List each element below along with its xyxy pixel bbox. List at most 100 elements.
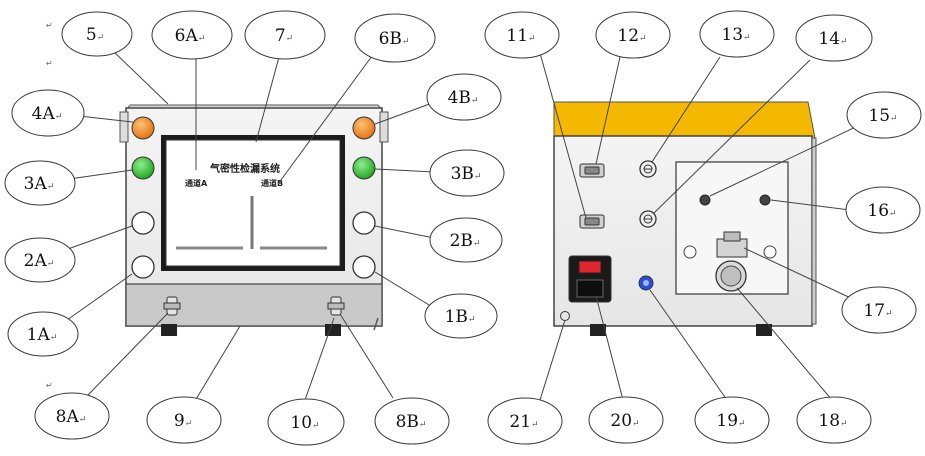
bubble-9 xyxy=(146,396,222,444)
bubble-1a xyxy=(7,311,79,357)
leader-7 xyxy=(255,56,280,143)
rear-device xyxy=(553,101,817,336)
label-7: 7↵ xyxy=(275,26,293,46)
screen-channel-a: 通道A xyxy=(185,178,208,188)
leader-8a xyxy=(86,312,169,397)
leader-21 xyxy=(539,319,566,401)
leader-3b xyxy=(374,168,435,173)
label-2b: 2B↵ xyxy=(450,231,481,251)
leader-13 xyxy=(651,56,721,163)
indicator-3a-green xyxy=(131,156,155,180)
label-4b: 4B↵ xyxy=(448,88,479,108)
bubble-11 xyxy=(484,11,560,59)
leader-14 xyxy=(652,59,811,215)
label-19: 19↵ xyxy=(716,411,745,431)
leader-15 xyxy=(709,123,863,197)
serial-port-11[interactable] xyxy=(579,214,605,229)
rear-right-side xyxy=(811,137,817,325)
serial-port-12[interactable] xyxy=(579,163,605,178)
left-handle xyxy=(119,111,129,143)
connector-19[interactable] xyxy=(638,275,654,291)
leader-16 xyxy=(770,199,851,211)
leader-10 xyxy=(304,317,335,401)
ground-terminal-21[interactable] xyxy=(560,311,570,321)
front-foot-left xyxy=(161,324,177,336)
leader-1b xyxy=(374,271,435,309)
leader-11 xyxy=(539,52,587,219)
callout-bubbles xyxy=(4,10,922,446)
bubble-18 xyxy=(796,396,872,444)
label-10: 10↵ xyxy=(290,413,319,433)
leader-4b xyxy=(374,101,436,125)
button-2a[interactable] xyxy=(131,211,155,235)
leader-9 xyxy=(191,325,241,407)
bubble-1b xyxy=(424,293,498,339)
margin-mark: ↵ xyxy=(46,59,53,68)
callout-labels: 5↵ 6A↵ 7↵ 6B↵ 4A↵ 4B↵ 3A↵ 3B↵ 2A↵ 2B↵ 1A… xyxy=(24,25,898,433)
bubble-5 xyxy=(61,11,133,57)
screen-title: 气密性检漏系统 xyxy=(209,162,280,175)
label-16: 16↵ xyxy=(867,201,896,221)
rear-foot-right xyxy=(756,324,772,336)
leader-5 xyxy=(111,49,169,105)
button-1b[interactable] xyxy=(352,255,376,279)
leader-17 xyxy=(743,247,856,301)
bubble-2a xyxy=(4,237,76,283)
power-socket[interactable] xyxy=(576,279,604,298)
label-13: 13↵ xyxy=(721,25,750,45)
bubble-8b xyxy=(374,397,450,445)
leader-lines xyxy=(53,49,863,407)
label-6a: 6A↵ xyxy=(175,26,206,46)
socket-13[interactable] xyxy=(639,160,657,178)
valve-17[interactable] xyxy=(716,231,748,258)
leader-20 xyxy=(595,295,624,401)
bubble-14 xyxy=(795,14,873,62)
label-1b: 1B↵ xyxy=(445,307,476,327)
leader-2b xyxy=(374,225,435,239)
label-20: 20↵ xyxy=(610,411,639,431)
connector-8a[interactable] xyxy=(163,296,181,316)
leader-18 xyxy=(736,287,833,401)
label-1a: 1A↵ xyxy=(27,325,58,345)
bubble-19 xyxy=(694,396,770,444)
margin-mark: ↵ xyxy=(46,21,53,30)
label-11: 11↵ xyxy=(506,26,535,46)
leader-12 xyxy=(595,56,621,165)
margin-mark: ↵ xyxy=(46,381,53,390)
label-3b: 3B↵ xyxy=(451,164,482,184)
bubble-2b xyxy=(429,217,503,263)
indicator-4a-orange xyxy=(131,116,155,140)
label-17: 17↵ xyxy=(863,301,892,321)
socket-14[interactable] xyxy=(639,210,657,228)
label-8a: 8A↵ xyxy=(56,407,87,427)
button-1a[interactable] xyxy=(131,255,155,279)
label-5: 5↵ xyxy=(86,25,104,45)
label-14: 14↵ xyxy=(818,29,847,49)
connector-8b[interactable] xyxy=(327,296,345,316)
power-switch[interactable] xyxy=(578,260,602,274)
right-handle xyxy=(379,111,389,143)
bubble-8a xyxy=(34,392,110,440)
vent-15 xyxy=(699,194,711,206)
bubble-3b xyxy=(429,149,505,197)
leader-8b xyxy=(339,313,394,399)
margin-marks: ↵ ↵ ↵ xyxy=(46,21,53,390)
label-6b: 6B↵ xyxy=(379,29,410,49)
bubble-15 xyxy=(846,91,922,139)
bubble-6a xyxy=(151,10,233,60)
bubble-12 xyxy=(595,11,671,59)
rear-top-lid xyxy=(553,101,816,139)
side-cable xyxy=(373,317,379,331)
screen-channel-b: 通道B xyxy=(261,178,283,188)
fan-18 xyxy=(715,260,747,292)
bubble-3a xyxy=(4,160,76,206)
leader-1a xyxy=(59,273,133,326)
label-15: 15↵ xyxy=(868,106,897,126)
button-2b[interactable] xyxy=(352,211,376,235)
front-device: 气密性检漏系统 通道A 通道B xyxy=(119,104,389,336)
leader-6b xyxy=(277,55,373,185)
vent-16 xyxy=(759,194,771,206)
label-3a: 3A↵ xyxy=(24,174,55,194)
bubble-6b xyxy=(354,13,436,63)
